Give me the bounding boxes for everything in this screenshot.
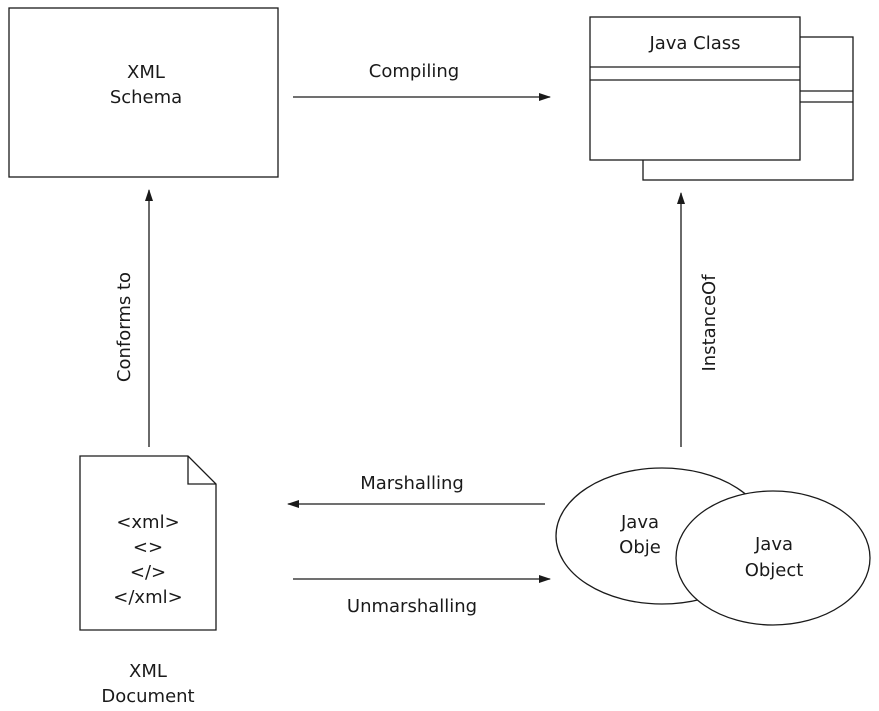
marshalling-arrow: Marshalling <box>287 473 545 508</box>
xml-document-content-line: </> <box>130 562 166 583</box>
java-class-box <box>589 16 801 161</box>
instance-of-arrow: InstanceOf <box>677 192 720 447</box>
conforms-to-arrow: Conforms to <box>114 189 153 447</box>
marshalling-label: Marshalling <box>360 473 464 494</box>
xml-document-caption-line2: Document <box>101 686 194 707</box>
xml-schema-box: XML Schema <box>8 7 279 178</box>
xml-document-content-line: </xml> <box>113 587 182 608</box>
java-objects: Java Obje Java Object <box>555 467 871 626</box>
java-object-back-label-line1: Java <box>620 512 659 533</box>
xml-document-caption-line1: XML <box>129 661 167 682</box>
java-class-stack: Java Class <box>589 16 854 181</box>
conforms-to-label: Conforms to <box>114 272 135 382</box>
java-object-front <box>675 490 871 626</box>
xml-schema-label-line1: XML <box>127 62 165 83</box>
unmarshalling-label: Unmarshalling <box>347 596 477 617</box>
instance-of-label: InstanceOf <box>699 274 720 372</box>
unmarshalling-arrow: Unmarshalling <box>293 575 551 617</box>
xml-document-content-line: <> <box>133 537 163 558</box>
compiling-arrow: Compiling <box>293 61 551 101</box>
xml-schema-label-line2: Schema <box>110 87 182 108</box>
xml-document-content-line: <xml> <box>116 512 179 533</box>
java-object-front-label-line1: Java <box>754 534 793 555</box>
java-class-title: Java Class <box>648 33 740 54</box>
xml-document-icon: <xml> <> </> </xml> <box>79 455 217 631</box>
java-object-front-label-line2: Object <box>745 560 804 581</box>
java-object-back-label-line2: Obje <box>619 537 661 558</box>
compiling-label: Compiling <box>369 61 459 82</box>
